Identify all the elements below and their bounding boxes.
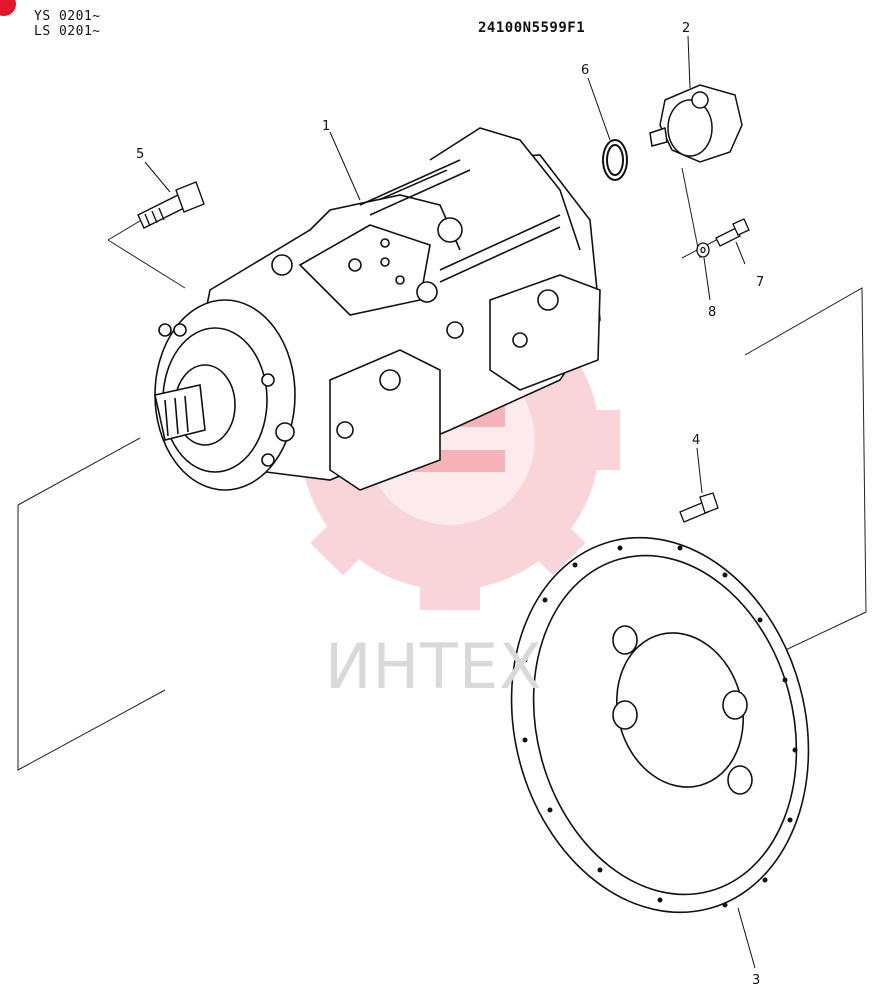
serial-line-ls: LS 0201~	[34, 24, 101, 39]
bolt-5	[137, 181, 205, 229]
callout-8: 8	[708, 305, 716, 320]
callout-2: 2	[682, 21, 690, 36]
serial-range: YS 0201~ LS 0201~	[34, 9, 101, 39]
gear-pump	[649, 84, 743, 163]
coupling-plate	[510, 536, 810, 914]
serial-line-ys: YS 0201~	[34, 9, 101, 24]
callout-6: 6	[581, 63, 589, 78]
callout-3: 3	[752, 973, 760, 988]
callout-1: 1	[322, 119, 330, 134]
corner-brand-mark	[0, 0, 16, 16]
bolt-4	[679, 492, 719, 523]
o-ring	[602, 139, 628, 181]
washer-8	[696, 242, 710, 258]
part-number: 24100N5599F1	[478, 20, 586, 36]
callout-4: 4	[692, 433, 700, 448]
main-pump-assembly	[154, 127, 601, 491]
callout-7: 7	[756, 275, 764, 290]
callout-5: 5	[136, 147, 144, 162]
bolt-7	[715, 218, 750, 247]
watermark-text: ИНТЕХ	[325, 630, 543, 703]
